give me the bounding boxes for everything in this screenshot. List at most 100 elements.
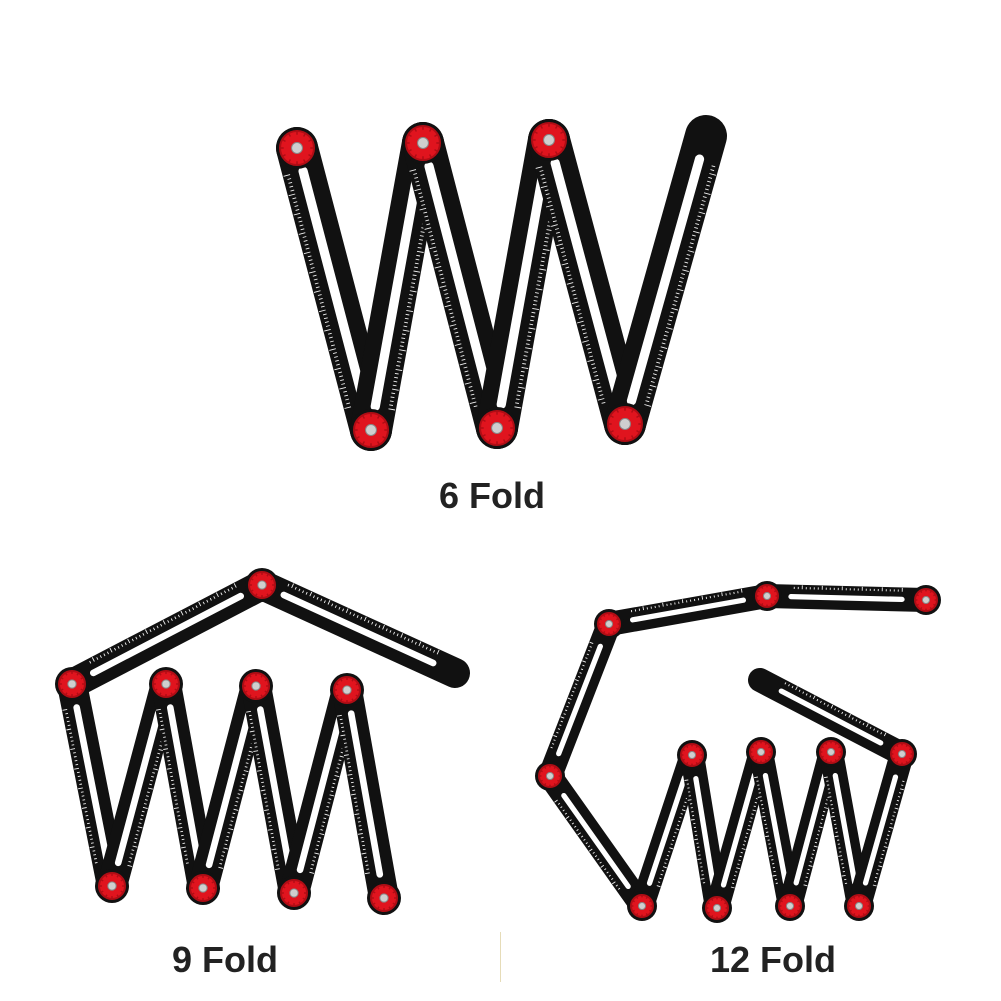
arm-slot — [793, 772, 828, 886]
arm-slot — [296, 709, 345, 874]
red-knob-icon — [95, 869, 129, 903]
red-knob-icon — [594, 609, 624, 639]
red-knob-icon — [746, 737, 776, 767]
arm-slot — [205, 705, 254, 869]
arm-slot — [626, 154, 705, 406]
arm-ticks — [644, 165, 717, 407]
knob-screw — [826, 747, 836, 757]
knob-grip — [539, 765, 561, 787]
red-knob-icon — [535, 761, 565, 791]
arm-slot — [496, 158, 550, 410]
arm-slot — [556, 643, 603, 757]
arm-slot — [788, 593, 905, 603]
arm-ticks — [550, 641, 594, 749]
arm-ticks — [872, 780, 905, 887]
arm-ticks — [246, 710, 280, 871]
red-knob-icon — [245, 568, 279, 602]
knob-screw — [604, 619, 614, 629]
arm-slot — [166, 704, 203, 868]
arm-slot — [550, 158, 624, 406]
arm-slot — [693, 776, 716, 887]
ruler-arm — [538, 764, 654, 918]
knob-screw — [291, 142, 303, 154]
knob-screw — [417, 137, 429, 149]
arm-ticks — [89, 583, 237, 664]
ruler-arm — [597, 584, 779, 636]
knob-screw — [545, 771, 555, 781]
ruler-arm — [57, 570, 277, 699]
arm-ticks — [784, 682, 887, 737]
arm-slot — [89, 592, 245, 677]
ruler-arm — [538, 612, 621, 788]
ruler-arm — [847, 742, 914, 918]
arm-slot — [347, 710, 384, 878]
knob-screw — [161, 679, 171, 689]
arm-slot — [862, 774, 899, 886]
arm-ticks — [283, 174, 352, 409]
knob-grip — [371, 885, 397, 911]
arm-ticks — [156, 708, 189, 864]
knob-grip — [820, 741, 842, 763]
arm-slot — [73, 704, 111, 866]
arm-slot — [762, 772, 789, 886]
red-knob-icon — [330, 673, 364, 707]
red-knob-icon — [276, 127, 318, 169]
ruler-arm — [528, 119, 646, 445]
arm-slot — [280, 591, 437, 667]
knob-grip — [779, 895, 801, 917]
red-knob-icon — [277, 876, 311, 910]
red-knob-icon — [911, 585, 941, 615]
ruler-arm — [748, 668, 914, 766]
knob-grip — [59, 671, 85, 697]
arm-slot — [561, 792, 631, 890]
knob-screw — [712, 903, 722, 913]
arm-slot — [778, 688, 884, 746]
red-knob-icon — [844, 891, 874, 921]
knob-screw — [365, 424, 377, 436]
knob-screw — [785, 901, 795, 911]
red-knob-icon — [186, 871, 220, 905]
knob-grip — [99, 873, 125, 899]
knob-grip — [706, 897, 728, 919]
caption-6-fold: 6 Fold — [439, 475, 545, 516]
knob-screw — [251, 681, 261, 691]
knob-grip — [681, 744, 703, 766]
arm-slot — [370, 161, 424, 412]
knob-screw — [491, 422, 503, 434]
knob-screw — [67, 679, 77, 689]
red-knob-icon — [55, 667, 89, 701]
arm-slot — [257, 706, 293, 873]
caption-12-fold: 12 Fold — [709, 939, 837, 980]
red-knob-icon — [367, 881, 401, 915]
arm-ticks — [793, 585, 903, 592]
knob-grip — [631, 895, 653, 917]
knob-screw — [107, 881, 117, 891]
red-knob-icon — [239, 669, 273, 703]
knob-grip — [891, 743, 913, 765]
ruler-arm — [57, 669, 127, 901]
red-knob-icon — [528, 119, 570, 161]
knob-grip — [750, 741, 772, 763]
red-knob-icon — [604, 403, 646, 445]
knob-grip — [249, 572, 275, 598]
knob-screw — [619, 418, 631, 430]
ruler-12-fold — [535, 581, 941, 923]
knob-grip — [281, 880, 307, 906]
knob-screw — [543, 134, 555, 146]
knob-grip — [756, 585, 778, 607]
knob-screw — [342, 685, 352, 695]
ruler-6-fold — [276, 115, 727, 451]
arm-ticks — [62, 708, 98, 864]
knob-grip — [915, 589, 937, 611]
knob-grip — [190, 875, 216, 901]
knob-grip — [532, 123, 566, 157]
red-knob-icon — [752, 581, 782, 611]
knob-grip — [153, 671, 179, 697]
arm-slot — [646, 775, 688, 886]
red-knob-icon — [775, 891, 805, 921]
arm-ticks — [287, 583, 440, 655]
arm-slot — [629, 597, 747, 623]
red-knob-icon — [702, 893, 732, 923]
red-knob-icon — [887, 739, 917, 769]
